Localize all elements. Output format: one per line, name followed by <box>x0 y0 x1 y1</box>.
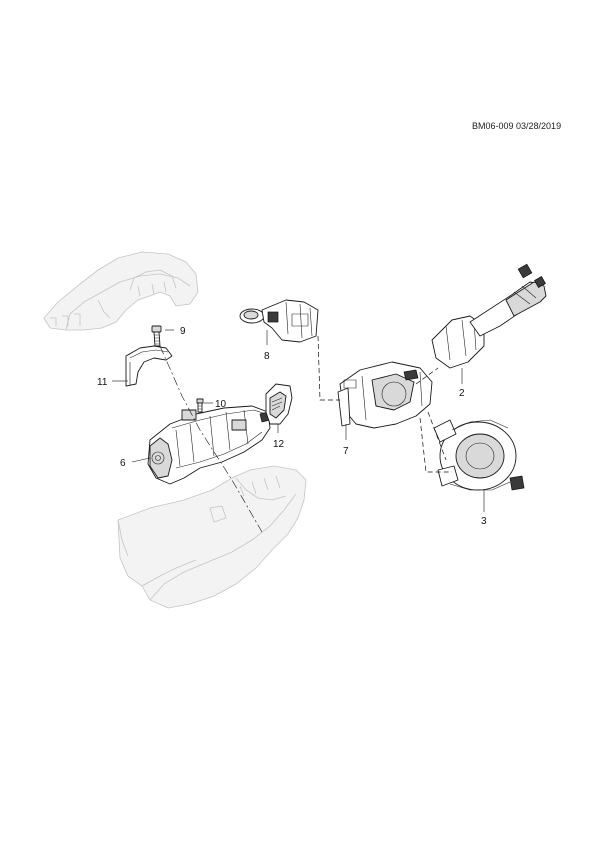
part-2-turn-signal-switch <box>431 263 547 369</box>
assembly-dashed-lines <box>159 335 452 533</box>
callout-11: 11 <box>97 377 108 388</box>
part-6-ignition-housing <box>147 405 271 485</box>
callout-3: 3 <box>481 516 487 527</box>
leader-lines <box>112 329 485 512</box>
callout-12: 12 <box>273 439 285 450</box>
part-8-wiper-switch <box>239 299 319 343</box>
callout-6: 6 <box>120 458 126 469</box>
part-9-bolt <box>151 325 162 347</box>
callout-2: 2 <box>459 388 465 399</box>
part-12-connector <box>265 383 293 425</box>
callout-9: 9 <box>180 326 186 337</box>
part-10-screw <box>196 398 204 413</box>
upper-column-cover-outline <box>43 251 199 331</box>
part-11-bracket <box>125 345 173 387</box>
part-3-clock-spring <box>433 419 525 491</box>
callout-10: 10 <box>215 399 227 410</box>
part-7-switch-base <box>337 361 433 429</box>
callout-7: 7 <box>343 446 349 457</box>
callout-8: 8 <box>264 351 270 362</box>
lower-column-cover-outline <box>117 465 307 609</box>
drawing-reference-code: BM06-009 03/28/2019 <box>472 121 562 131</box>
